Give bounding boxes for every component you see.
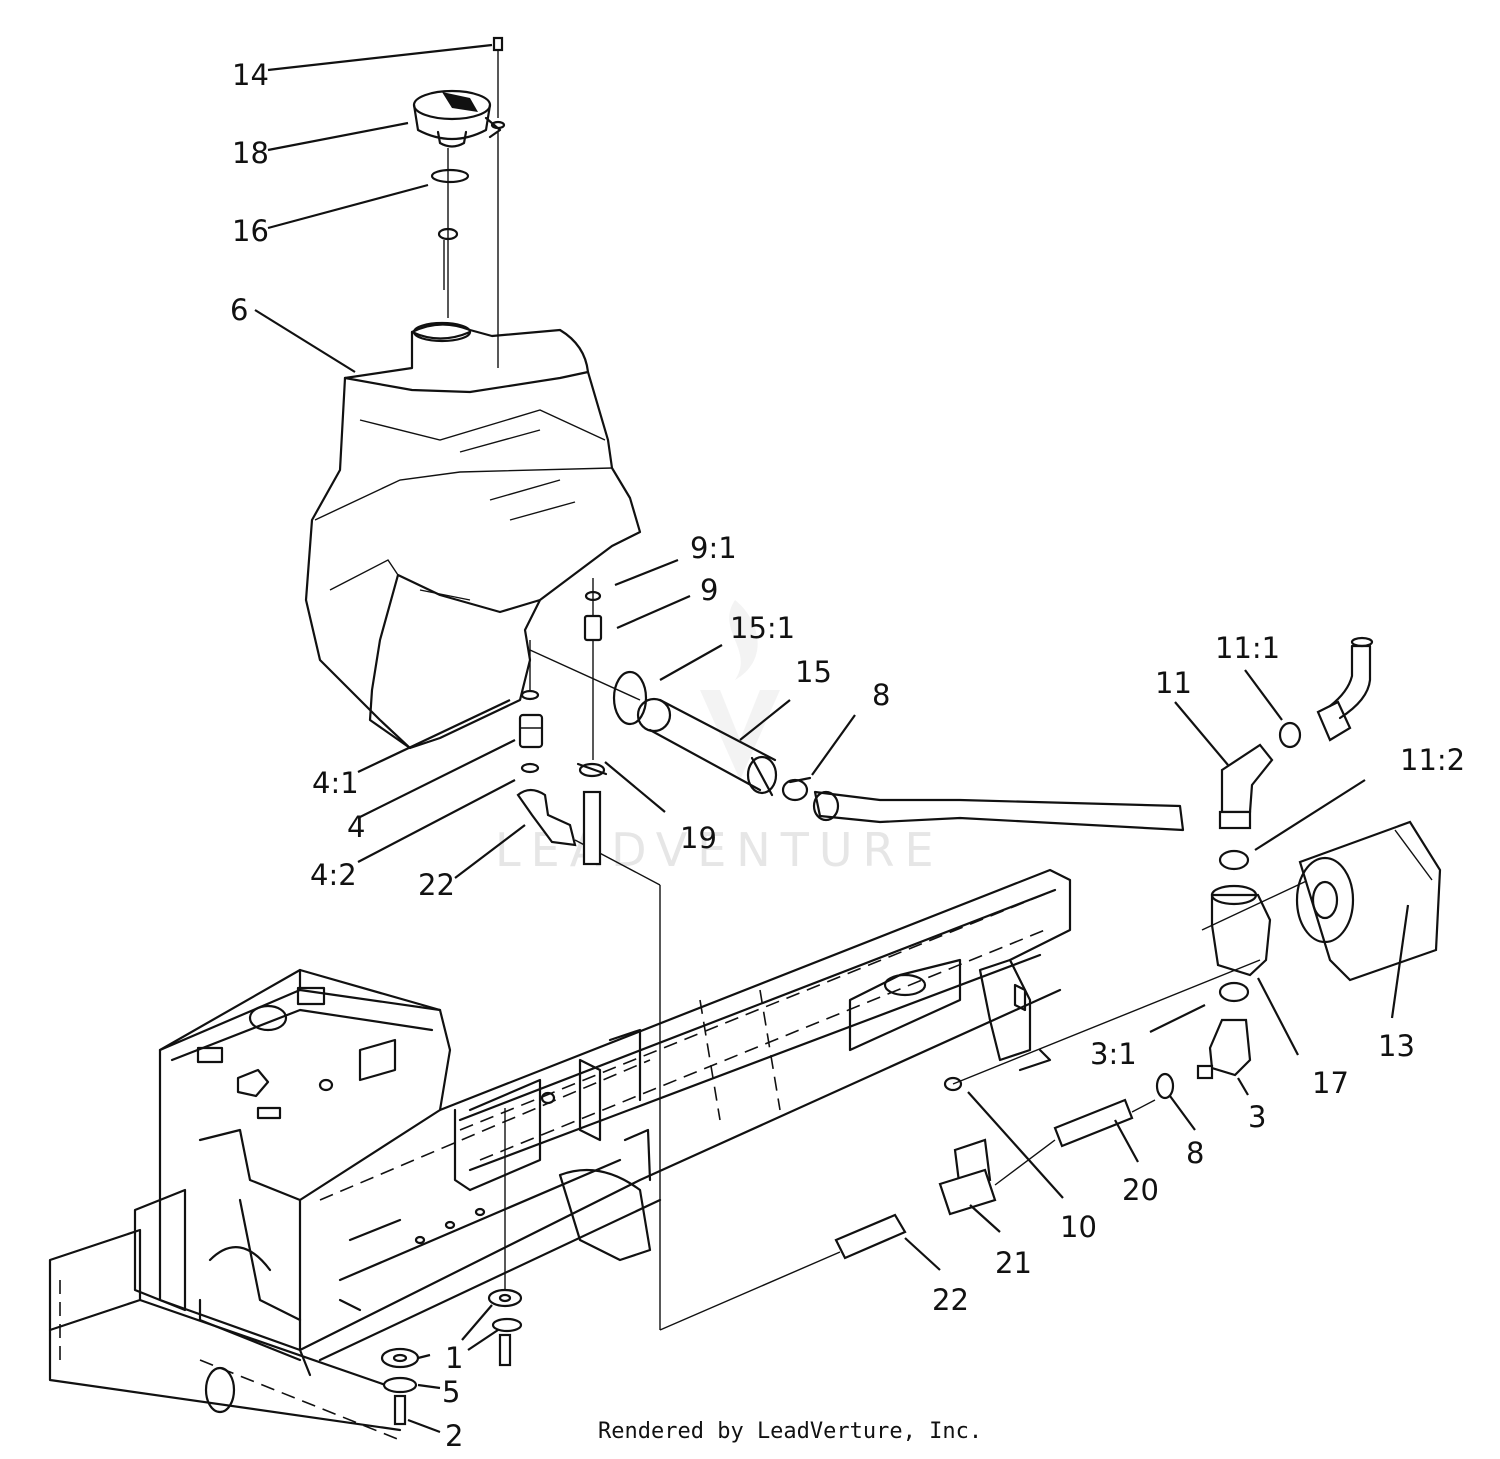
callout-15: 15 xyxy=(795,655,832,689)
mount-hardware xyxy=(380,1108,523,1426)
callout-4: 4 xyxy=(347,810,365,844)
render-credit: Rendered by LeadVerture, Inc. xyxy=(598,1419,983,1444)
callout-labels: 14 18 16 6 9:1 9 15:1 15 8 11:1 11 11:2 … xyxy=(230,58,1465,1453)
callout-3-1: 3:1 xyxy=(1090,1037,1137,1071)
tank-outlet-fittings xyxy=(516,640,841,1331)
callout-22-top: 22 xyxy=(418,868,455,902)
callout-17: 17 xyxy=(1312,1066,1349,1100)
leader-lines xyxy=(254,43,1410,1434)
callout-13: 13 xyxy=(1378,1029,1415,1063)
return-fittings xyxy=(576,578,608,866)
watermark-logo-icon xyxy=(700,600,780,780)
callout-19: 19 xyxy=(680,821,717,855)
fuel-tank xyxy=(304,321,642,750)
callout-8-bottom: 8 xyxy=(1186,1136,1204,1170)
callout-11-1: 11:1 xyxy=(1215,631,1280,665)
callout-5: 5 xyxy=(442,1375,460,1409)
callout-4-2: 4:2 xyxy=(310,858,357,892)
callout-20: 20 xyxy=(1122,1173,1159,1207)
callout-15-1: 15:1 xyxy=(730,611,795,645)
callout-18: 18 xyxy=(232,136,269,170)
callout-6: 6 xyxy=(230,293,248,327)
fuel-cap xyxy=(412,36,506,338)
chassis-frame xyxy=(48,868,1072,1432)
callout-21: 21 xyxy=(995,1246,1032,1280)
callout-8-top: 8 xyxy=(872,678,890,712)
callout-4-1: 4:1 xyxy=(312,766,359,800)
callout-10: 10 xyxy=(1060,1210,1097,1244)
callout-9-1: 9:1 xyxy=(690,531,737,565)
filter-head xyxy=(1155,636,1374,1100)
callout-11: 11 xyxy=(1155,666,1192,700)
callout-16: 16 xyxy=(232,214,269,248)
callout-11-2: 11:2 xyxy=(1400,743,1465,777)
callout-2: 2 xyxy=(445,1419,463,1453)
lower-line xyxy=(834,959,1261,1260)
callout-1: 1 xyxy=(445,1341,463,1375)
callout-22-bottom: 22 xyxy=(932,1283,969,1317)
frame-hidden-lines xyxy=(59,889,1056,1441)
callout-14: 14 xyxy=(232,58,269,92)
callout-9: 9 xyxy=(700,573,718,607)
suction-hose xyxy=(529,649,1185,832)
callout-3: 3 xyxy=(1248,1100,1266,1134)
oil-filter xyxy=(1295,820,1442,982)
